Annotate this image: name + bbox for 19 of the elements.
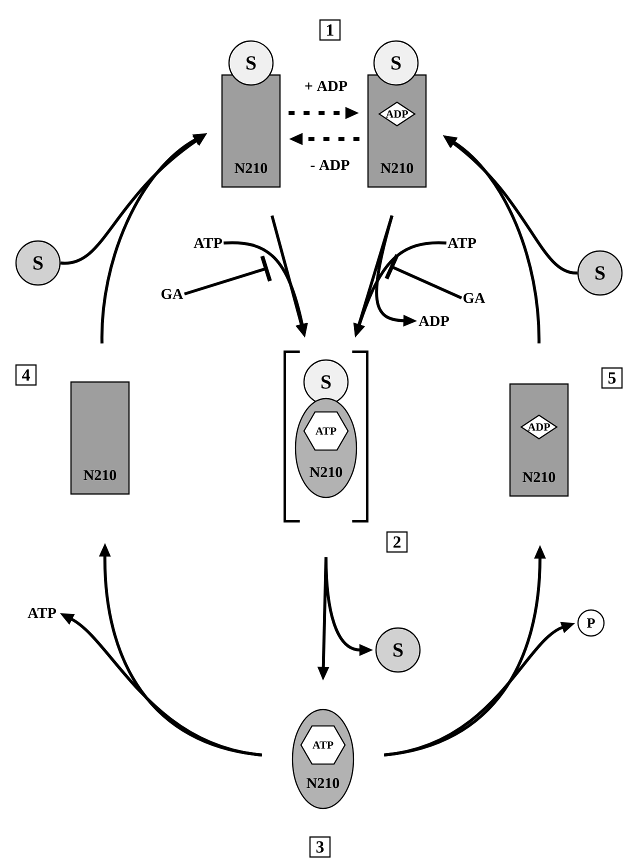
step-number-box: 1 — [319, 19, 341, 41]
molecule-label: ATP — [194, 238, 222, 248]
molecule-label: ADP — [418, 316, 449, 326]
molecule-label: GA — [161, 288, 184, 300]
arrow — [184, 256, 272, 296]
molecule-label: ATP — [448, 238, 476, 248]
step-number-box: 3 — [309, 836, 331, 858]
edge-label: - ADP — [309, 159, 351, 171]
atp-hexagon: ATP — [303, 411, 349, 451]
step-number-box: 5 — [601, 367, 623, 389]
step-number-box: 2 — [386, 531, 408, 553]
complex-brackets — [284, 350, 368, 522]
domain-box: N210 — [70, 381, 130, 495]
edge-label: + ADP — [303, 80, 349, 92]
step-number-box: 4 — [15, 364, 37, 386]
atp-hexagon: ATP — [300, 725, 346, 765]
molecule-label: ATP — [28, 608, 56, 618]
molecule-label: GA — [464, 292, 486, 304]
domain-box: N210 — [221, 74, 281, 188]
